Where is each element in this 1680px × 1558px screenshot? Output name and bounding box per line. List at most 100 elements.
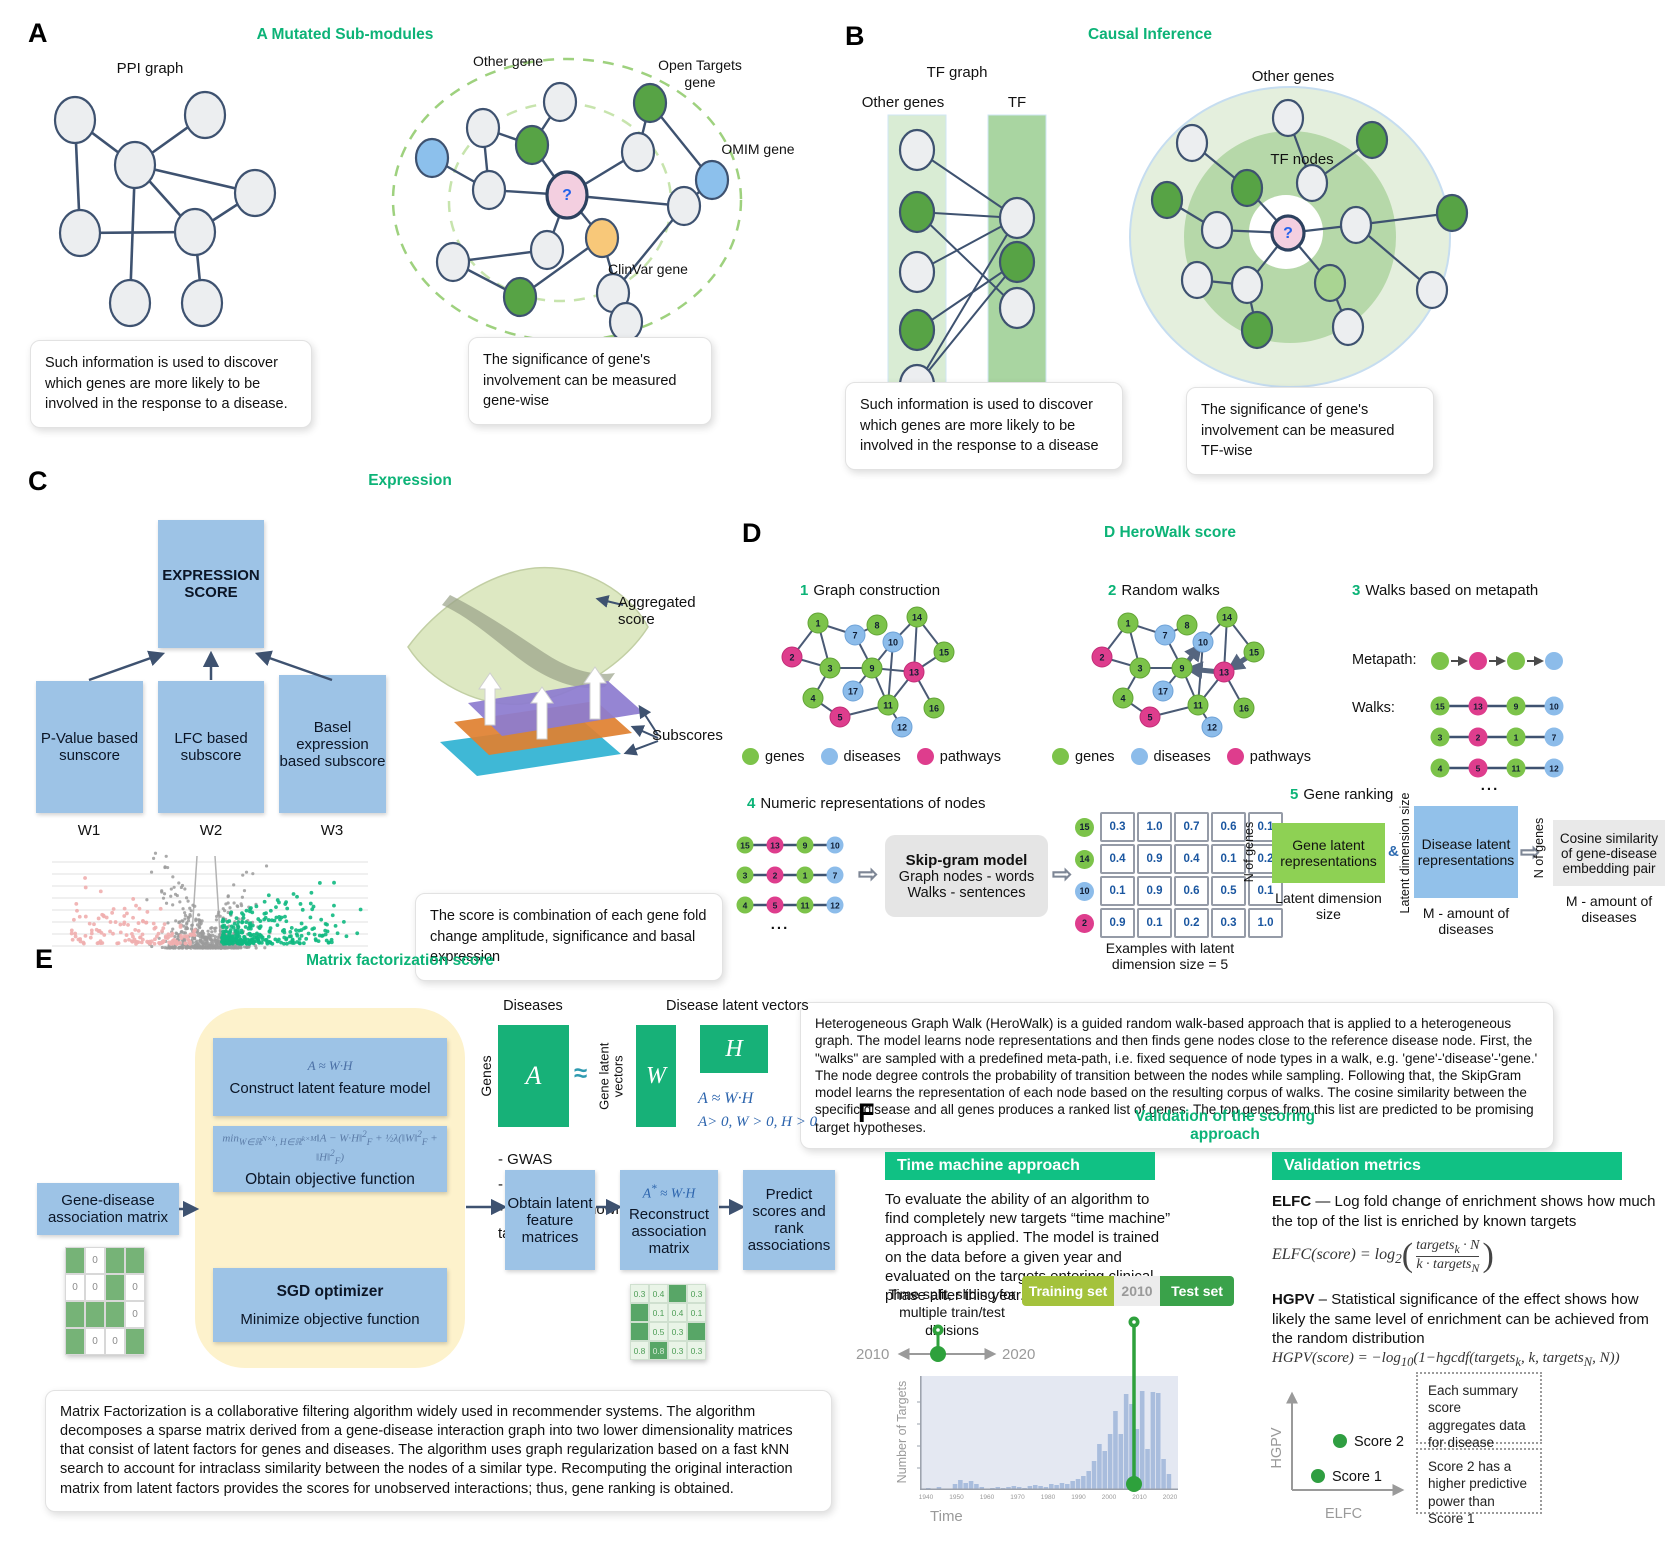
expression-score-box: EXPRESSION SCORE xyxy=(158,520,264,648)
volcano-point-down xyxy=(83,914,88,919)
volcano-point-down xyxy=(118,922,123,927)
volcano-point-gray xyxy=(179,885,184,890)
graph-node xyxy=(1331,307,1365,347)
volcano-point-gray xyxy=(180,944,185,948)
panel-f-title: Validation of the scoring approach xyxy=(1135,1108,1315,1143)
assoc-cell: 0 xyxy=(85,1247,105,1274)
volcano-point-up xyxy=(230,941,235,946)
volcano-point-gray xyxy=(205,946,209,950)
volcano-point-down xyxy=(162,922,167,927)
graph-node xyxy=(1112,687,1134,709)
aggregated-score-label: Aggregated score xyxy=(618,594,696,628)
graph-node xyxy=(1233,697,1255,719)
volcano-point-up xyxy=(254,904,259,909)
walk-node-label: 1 xyxy=(1514,733,1519,743)
histogram-bar xyxy=(1006,1487,1011,1489)
volcano-point-up xyxy=(303,925,308,930)
embedding-cell: 1.0 xyxy=(1137,812,1172,842)
volcano-point-up xyxy=(320,934,324,938)
walks-ellipsis: ... xyxy=(1480,777,1500,794)
elfc-text: ELFC — Log fold change of enrichment sho… xyxy=(1272,1193,1656,1230)
walk-node-label: 9 xyxy=(1514,702,1519,712)
graph-node-label: 10 xyxy=(1198,638,1208,648)
volcano-point-gray xyxy=(195,923,200,927)
graph-node-label: 1 xyxy=(815,619,820,629)
histogram-bar xyxy=(1134,1429,1140,1489)
volcano-point-up xyxy=(282,928,286,932)
tf-column-label: TF xyxy=(1007,94,1027,111)
volcano-point-down xyxy=(160,929,164,933)
graph-node xyxy=(58,208,102,258)
pvalue-subscore-box: P-Value based sunscore xyxy=(36,681,143,813)
volcano-point-gray xyxy=(247,945,251,949)
volcano-point-down xyxy=(118,930,123,935)
volcano-point-down xyxy=(138,935,142,940)
walk-node xyxy=(1468,727,1488,747)
volcano-point-gray xyxy=(217,910,221,914)
graph-node-label: 7 xyxy=(852,631,857,641)
volcano-point-up xyxy=(266,934,271,939)
x-tick-label: 2020 xyxy=(1163,1494,1178,1501)
volcano-point-down xyxy=(158,906,163,911)
matrix-A: A xyxy=(498,1025,569,1127)
volcano-point-gray xyxy=(197,913,201,917)
panel-a-title: A Mutated Sub-modules xyxy=(256,26,434,43)
flow-arrow-icon-3: ⇨ xyxy=(1520,839,1541,866)
graph-node xyxy=(666,185,702,227)
histogram-bar xyxy=(1038,1486,1043,1489)
hgpv-formula: HGPV(score) = −log10(1−hgcdf(targetsk, k… xyxy=(1272,1350,1620,1369)
volcano-point-up xyxy=(238,941,242,946)
histogram-bar xyxy=(1113,1411,1118,1489)
volcano-point-gray xyxy=(213,929,217,933)
volcano-point-gray xyxy=(202,935,206,939)
genes-rotated-label: Genes xyxy=(478,1055,494,1097)
embedding-cell: 0.9 xyxy=(1100,908,1135,938)
graph-node xyxy=(842,680,864,702)
reconstruct-box: A* ≈ W·H Reconstruct association matrix xyxy=(620,1170,718,1270)
volcano-point-up xyxy=(285,941,289,946)
volcano-point-up xyxy=(297,937,302,941)
metapath-chain xyxy=(1431,652,1563,670)
graph-node xyxy=(1339,205,1373,245)
walk-node xyxy=(796,836,814,854)
volcano-point-up xyxy=(325,929,330,934)
volcano-point-gray xyxy=(214,914,219,919)
graph-node xyxy=(608,301,644,343)
histogram-bar xyxy=(1081,1476,1086,1489)
volcano-point-up xyxy=(262,899,267,904)
timeline-year-left: 2010 xyxy=(856,1346,890,1363)
volcano-point-down xyxy=(111,931,115,936)
graph-node xyxy=(1230,265,1264,305)
recon-cell: 0.1 xyxy=(687,1303,706,1322)
graph-node xyxy=(620,131,656,173)
legend-dot xyxy=(1052,748,1069,765)
volcano-point-up xyxy=(308,915,313,920)
volcano-point-up xyxy=(284,919,289,924)
volcano-point-gray xyxy=(191,946,195,950)
volcano-point-gray xyxy=(171,903,175,907)
histogram-bar xyxy=(1049,1484,1054,1489)
volcano-point-up xyxy=(279,940,284,945)
embedding-cell: 0.6 xyxy=(1211,812,1246,842)
volcano-point-up xyxy=(309,890,314,895)
up-arrow-2 xyxy=(530,686,554,740)
histogram-bar xyxy=(1070,1481,1075,1489)
graph-node xyxy=(1270,214,1306,252)
graph-node-label: 9 xyxy=(1179,664,1184,674)
volcano-point-up xyxy=(224,925,229,930)
w2-label: W2 xyxy=(199,822,223,839)
volcano-point-gray xyxy=(153,851,158,855)
volcano-point-gray xyxy=(181,907,185,911)
latent-dim-label: Latent dimension size xyxy=(1275,890,1382,922)
lfc-subscore-box: LFC based subscore xyxy=(158,681,264,813)
graph-node xyxy=(898,250,936,294)
walk-node-label: 10 xyxy=(830,841,840,851)
aggregated-pointer xyxy=(595,595,624,608)
recon-cell: 0.3 xyxy=(630,1284,649,1303)
volcano-point-up xyxy=(310,907,315,912)
panel-a-letter: A xyxy=(28,18,48,48)
volcano-point-down xyxy=(69,928,74,933)
graph-node xyxy=(1187,694,1209,716)
legend-dot xyxy=(742,748,759,765)
